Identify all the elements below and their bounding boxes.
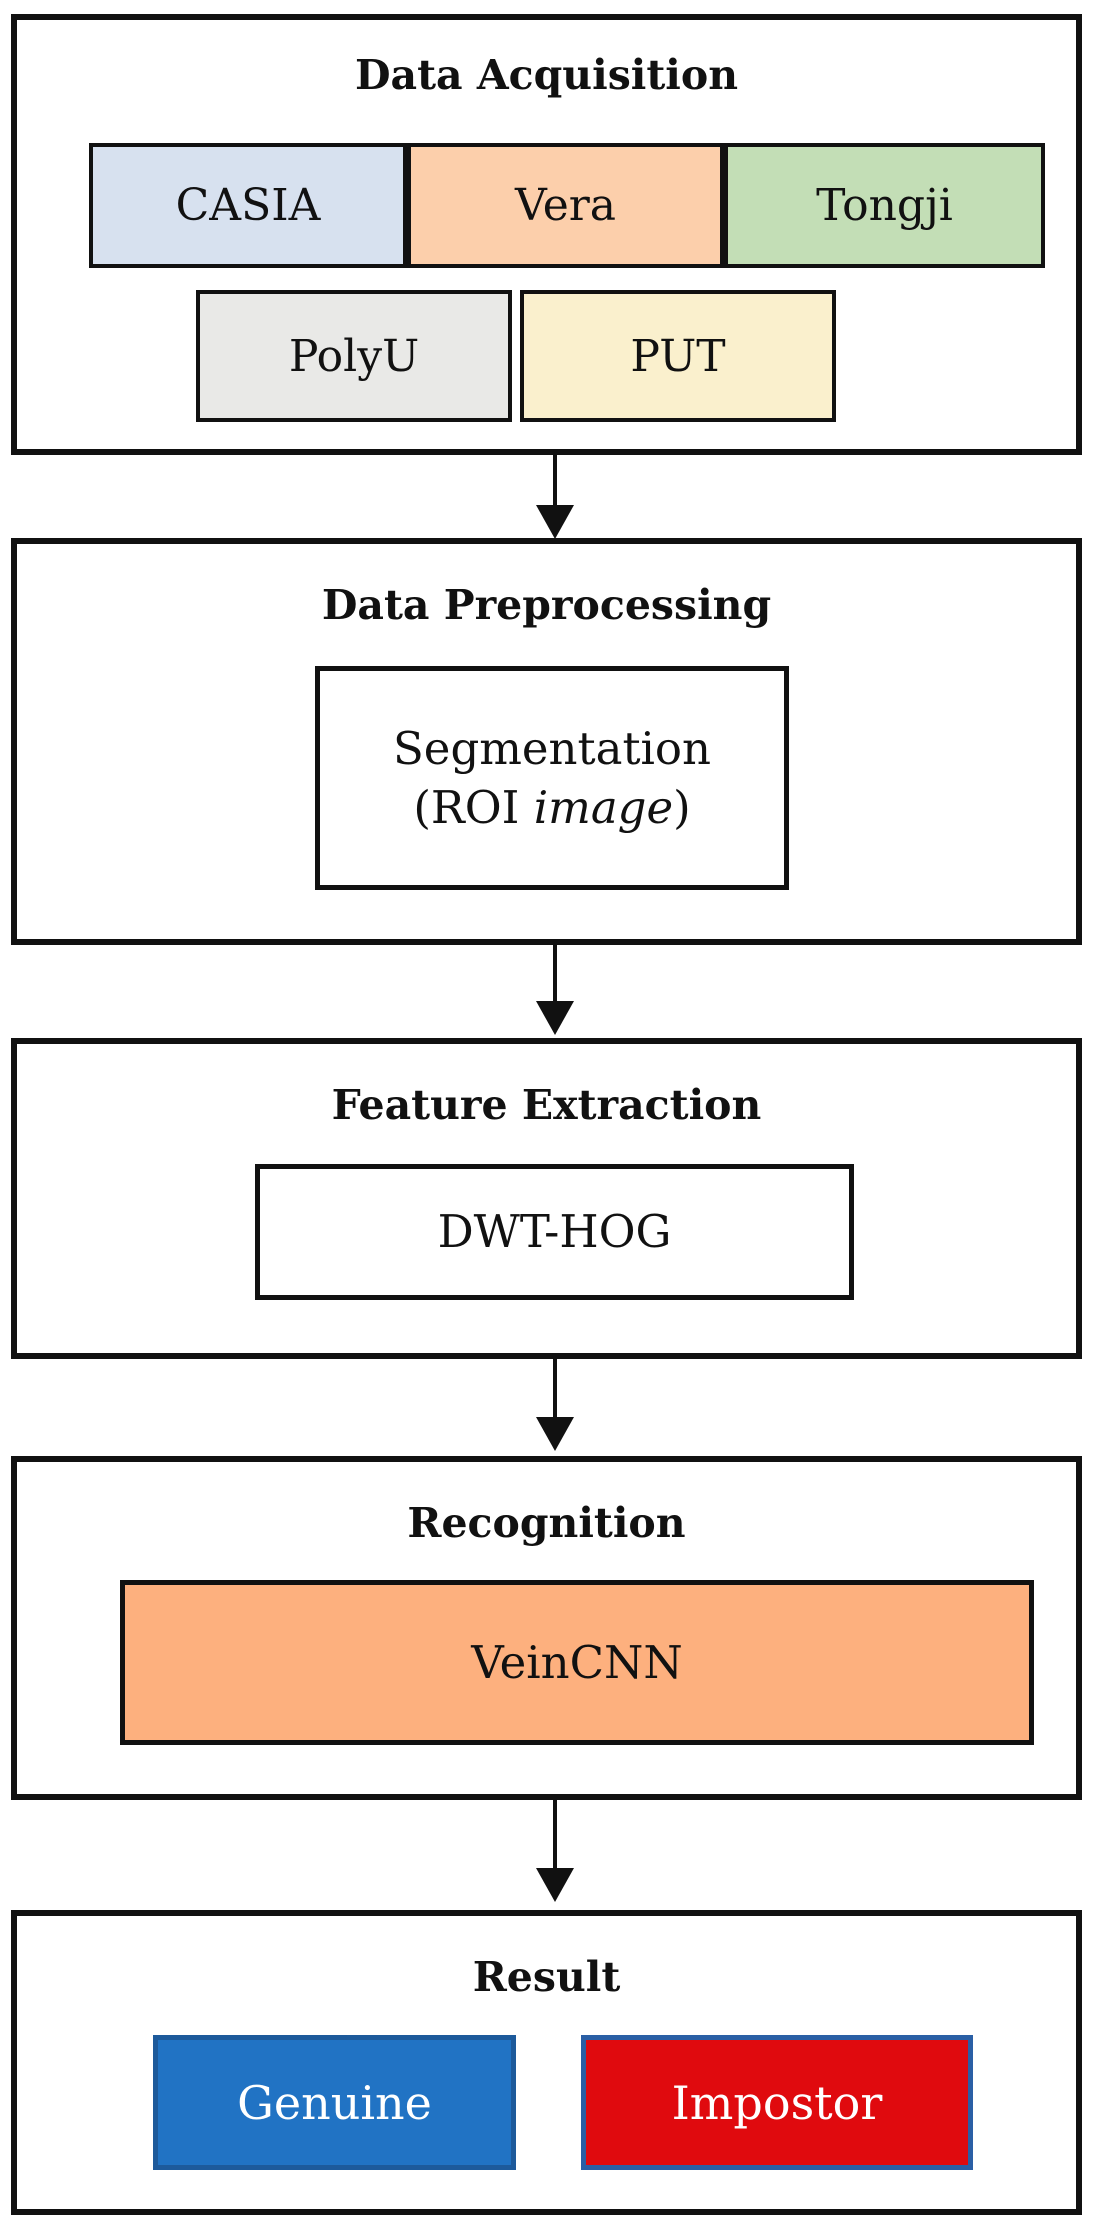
impostor-box: Impostor xyxy=(581,2035,973,2170)
arrow-stem xyxy=(553,455,557,508)
section-title-data-preprocessing: Data Preprocessing xyxy=(321,581,772,629)
genuine-label: Genuine xyxy=(237,2075,432,2130)
veincnn-label: VeinCNN xyxy=(471,1635,683,1689)
impostor-label: Impostor xyxy=(671,2075,883,2130)
section-data-acquisition: Data Acquisition CASIA Vera Tongji PolyU… xyxy=(11,14,1082,455)
dataset-label-casia: CASIA xyxy=(175,180,321,231)
roi-suffix: ) xyxy=(673,781,691,834)
section-title-data-acquisition: Data Acquisition xyxy=(354,51,739,99)
arrow-stem xyxy=(553,1798,557,1870)
section-recognition: Recognition VeinCNN xyxy=(11,1456,1082,1800)
arrow-down-icon xyxy=(536,1001,574,1035)
genuine-box: Genuine xyxy=(153,2035,516,2170)
arrow-down-icon xyxy=(536,505,574,539)
arrow-down-icon xyxy=(536,1868,574,1902)
section-feature-extraction: Feature Extraction DWT-HOG xyxy=(11,1038,1082,1359)
dwt-hog-box: DWT-HOG xyxy=(255,1164,854,1300)
dataset-box-put: PUT xyxy=(520,290,836,422)
dataset-label-polyu: PolyU xyxy=(288,330,420,382)
section-data-preprocessing: Data Preprocessing Segmentation (ROI ima… xyxy=(11,538,1082,945)
veincnn-box: VeinCNN xyxy=(120,1580,1034,1745)
section-title-result: Result xyxy=(472,1953,621,2001)
dataset-label-vera: Vera xyxy=(514,180,617,231)
roi-prefix: (ROI xyxy=(413,781,534,834)
segmentation-label-line1: Segmentation xyxy=(392,721,711,775)
dataset-box-polyu: PolyU xyxy=(196,290,512,422)
dataset-box-casia: CASIA xyxy=(89,143,407,268)
arrow-stem xyxy=(553,943,557,1003)
segmentation-label-line2: (ROI image) xyxy=(413,778,690,837)
dataset-label-put: PUT xyxy=(630,330,726,382)
section-title-recognition: Recognition xyxy=(407,1499,686,1547)
dataset-label-tongji: Tongji xyxy=(816,180,953,231)
section-result: Result Genuine Impostor xyxy=(11,1910,1082,2215)
arrow-down-icon xyxy=(536,1417,574,1451)
arrow-stem xyxy=(553,1357,557,1419)
dataset-box-tongji: Tongji xyxy=(724,143,1045,268)
dataset-box-vera: Vera xyxy=(407,143,724,268)
roi-italic-word: image xyxy=(533,781,674,834)
section-title-feature-extraction: Feature Extraction xyxy=(331,1081,762,1129)
segmentation-box: Segmentation (ROI image) xyxy=(315,666,789,890)
dwt-hog-label: DWT-HOG xyxy=(437,1205,672,1259)
